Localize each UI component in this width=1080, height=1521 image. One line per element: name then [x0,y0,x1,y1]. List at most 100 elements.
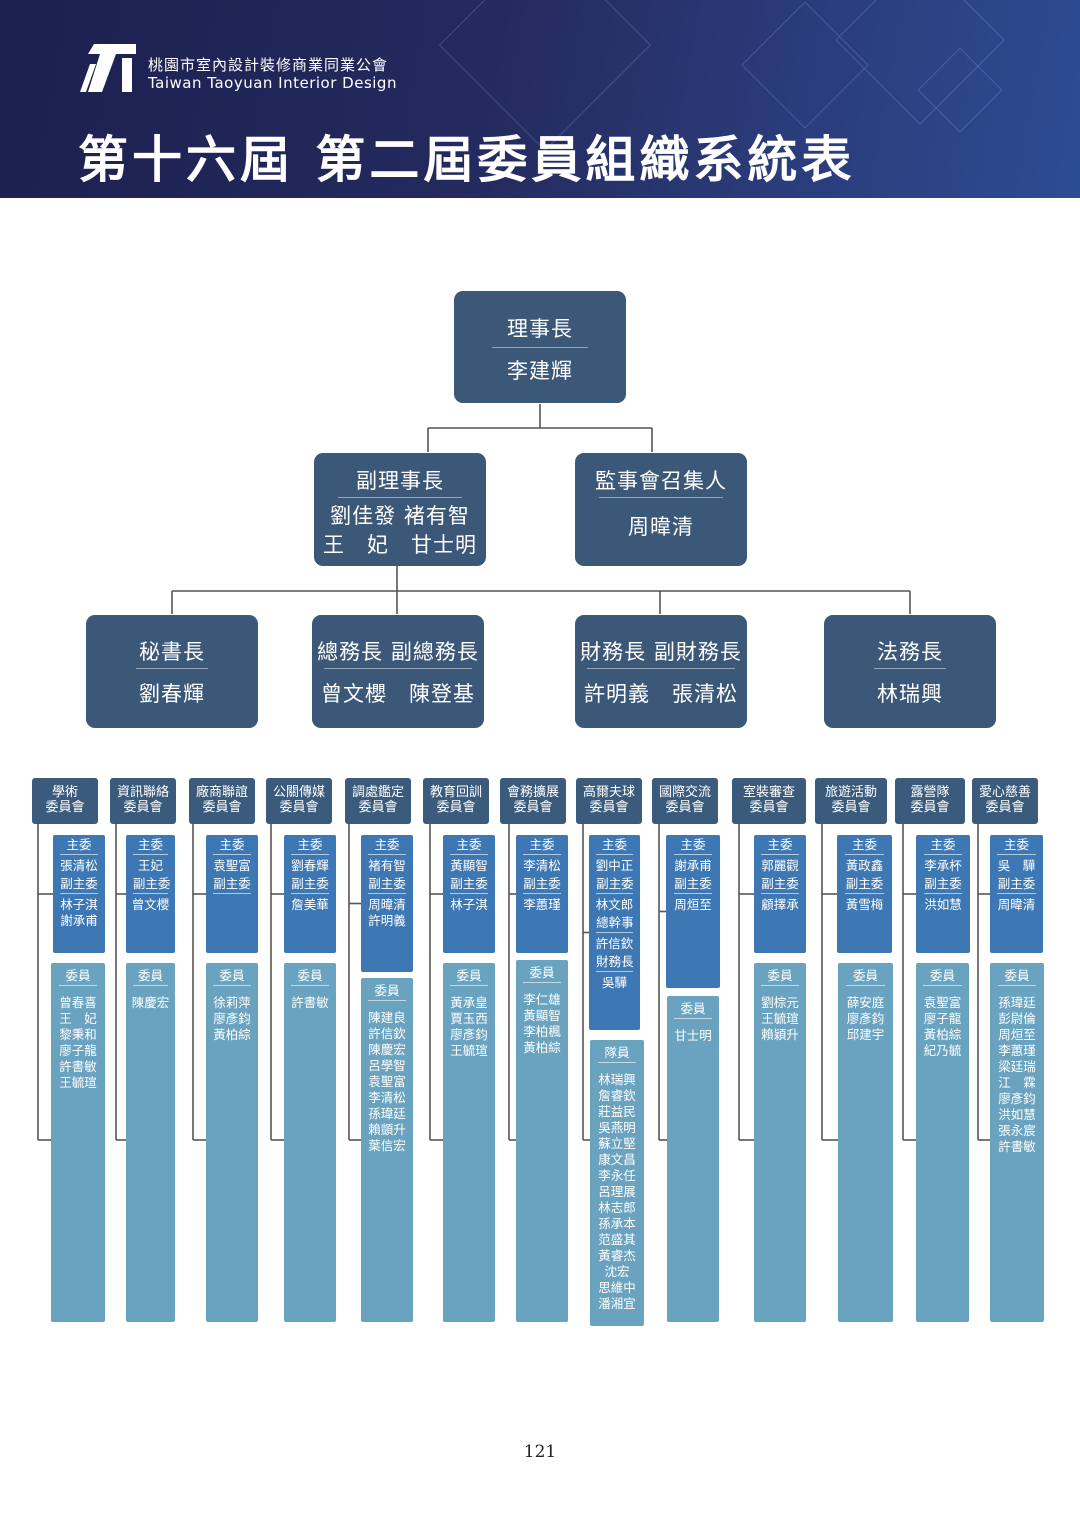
role-names: 許信欽 [595,936,634,951]
committee-header: 教育回訓 委員會 [423,778,489,824]
general-affairs-title: 總務長 副總務長 [317,640,479,664]
role-label: 總幹事 [596,913,634,933]
role-label: 隊員 [597,1043,637,1063]
committee-principals: 主委褚有智副主委周暐清 許明義 [361,835,413,972]
role-label: 副主委 [60,874,98,894]
role-names: 黃承皇 賈玉西 廖彥鈞 王毓瑄 [450,995,488,1058]
committee-members: 委員孫瑋廷 彭尉倫 周烜至 李蕙瑾 梁廷瑞 江 霖 廖彥鈞 洪如慧 張永宸 許書… [990,963,1044,1322]
role-label: 主委 [60,835,98,855]
committee-header: 公關傳媒 委員會 [266,778,332,824]
general-affairs-box: 總務長 副總務長 曾文櫻 陳登基 [312,615,484,728]
role-label: 主委 [213,835,251,855]
finance-names: 許明義 張清松 [584,682,738,706]
committee-principals: 主委謝承甫副主委周烜至 [666,835,720,988]
role-label: 委員 [523,963,561,983]
role-names: 張清松 [60,858,98,873]
role-names: 李仁雄 黃顯智 李柏楓 黃柏綜 [523,992,561,1055]
role-label: 副主委 [923,874,963,894]
general-affairs-names: 曾文櫻 陳登基 [321,682,475,706]
role-label: 副主委 [761,874,799,894]
role-label: 副主委 [596,874,634,894]
divider [136,668,208,669]
committee-principals: 主委王妃副主委曾文櫻 [126,835,175,953]
role-names: 袁聖富 廖子龍 黃柏綜 紀乃毓 [923,995,962,1058]
committee-principals: 主委吳 驊副主委周暐清 [990,835,1043,953]
role-label: 副主委 [523,874,561,894]
vice-chairman-title: 副理事長 [356,469,444,493]
role-names: 黃顯智 [450,858,488,873]
vice-chairman-names-2: 王 妃 甘士明 [323,533,477,557]
divider [338,497,462,498]
role-names: 孫瑋廷 彭尉倫 周烜至 李蕙瑾 梁廷瑞 江 霖 廖彥鈞 洪如慧 張永宸 許書敏 [998,995,1036,1154]
role-names: 許書敏 [291,995,329,1010]
committee-members: 委員甘士明 [667,996,719,1322]
role-names: 吳 驊 [997,858,1036,873]
role-names: 黃政鑫 [845,858,884,873]
role-label: 主委 [132,835,169,855]
divider [324,668,472,669]
role-names: 陳慶宏 [131,995,170,1010]
role-names: 王妃 [137,858,163,873]
committee-header: 學術 委員會 [32,778,98,824]
role-label: 財務長 [596,952,634,972]
legal-box: 法務長 林瑞興 [824,615,996,728]
committee-header: 室裝審查 委員會 [732,778,806,824]
role-names: 林子淇 [450,897,488,912]
committee-members: 隊員林瑞興 詹睿欽 莊益民 吳燕明 蘇立堅 康文昌 李永任 呂理展 林志郎 孫承… [590,1040,644,1326]
role-names: 李承杯 [924,858,962,873]
secretary-title: 秘書長 [139,640,205,664]
role-names: 曾文櫻 [131,897,170,912]
role-names: 周暐清 許明義 [368,897,406,928]
committee-principals: 主委張清松副主委林子淇 謝承甫 [53,835,105,953]
committee-principals: 主委黃顯智副主委林子淇 [443,835,495,953]
committee-principals: 主委李清松副主委李蕙瑾 [516,835,568,953]
legal-name: 林瑞興 [877,682,943,706]
role-label: 主委 [997,835,1036,855]
page-title: 第十六屆 第二屆委員組織系統表 [78,131,856,189]
role-names: 劉春輝 [291,858,329,873]
divider [587,668,735,669]
role-label: 副主委 [997,874,1036,894]
role-label: 主委 [844,835,885,855]
divider [492,347,588,348]
secretary-name: 劉春輝 [139,682,205,706]
vice-chairman-box: 副理事長 劉佳發 褚有智 王 妃 甘士明 [314,453,486,566]
role-names: 周暐清 [997,897,1036,912]
committee-members: 委員陳建良 許信欽 陳慶宏 呂學智 袁聖富 李清松 孫瑋廷 賴顗升 葉信宏 [361,978,413,1322]
role-label: 委員 [213,966,251,986]
role-names: 徐莉萍 廖彥鈞 黃柏綜 [213,995,251,1042]
page-number: 121 [523,1442,557,1462]
finance-title: 財務長 副財務長 [580,640,742,664]
chairman-title: 理事長 [507,317,573,341]
role-names: 李清松 [523,858,561,873]
committee-header: 會務擴展 委員會 [500,778,566,824]
role-label: 主委 [673,835,713,855]
committee-header: 調處鑑定 委員會 [345,778,411,824]
role-names: 甘士明 [674,1028,712,1043]
role-names: 顧擇承 [761,897,799,912]
role-names: 詹美華 [291,897,329,912]
role-names: 洪如慧 [924,897,962,912]
role-label: 副主委 [450,874,488,894]
finance-box: 財務長 副財務長 許明義 張清松 [575,615,747,728]
committee-members: 委員許書敏 [284,963,336,1322]
role-names: 褚有智 [368,858,406,873]
committee-header: 旅遊活動 委員會 [815,778,887,824]
committee-header: 國際交流 委員會 [652,778,718,824]
role-label: 副主委 [132,874,170,894]
committee-members: 委員黃承皇 賈玉西 廖彥鈞 王毓瑄 [443,963,495,1322]
role-label: 委員 [923,966,962,986]
committee-members: 委員曾春喜 王 妃 黎秉和 廖子龍 許書敏 王毓瑄 [51,963,105,1322]
chairman-name: 李建輝 [507,359,573,383]
role-label: 委員 [450,966,488,986]
committee-principals: 主委郭麗觀副主委顧擇承 [754,835,806,953]
supervisor-title: 監事會召集人 [595,469,727,493]
role-names: 劉棕元 王毓瑄 賴穎升 [761,995,799,1042]
committee-principals: 主委黃政鑫副主委黃雪梅 [837,835,892,953]
role-label: 委員 [997,966,1037,986]
committee-members: 委員陳慶宏 [126,963,175,1322]
role-names: 吳驊 [601,975,627,990]
chairman-box: 理事長 李建輝 [454,291,626,403]
role-label: 主委 [596,835,633,855]
committee-members: 委員徐莉萍 廖彥鈞 黃柏綜 [206,963,258,1322]
